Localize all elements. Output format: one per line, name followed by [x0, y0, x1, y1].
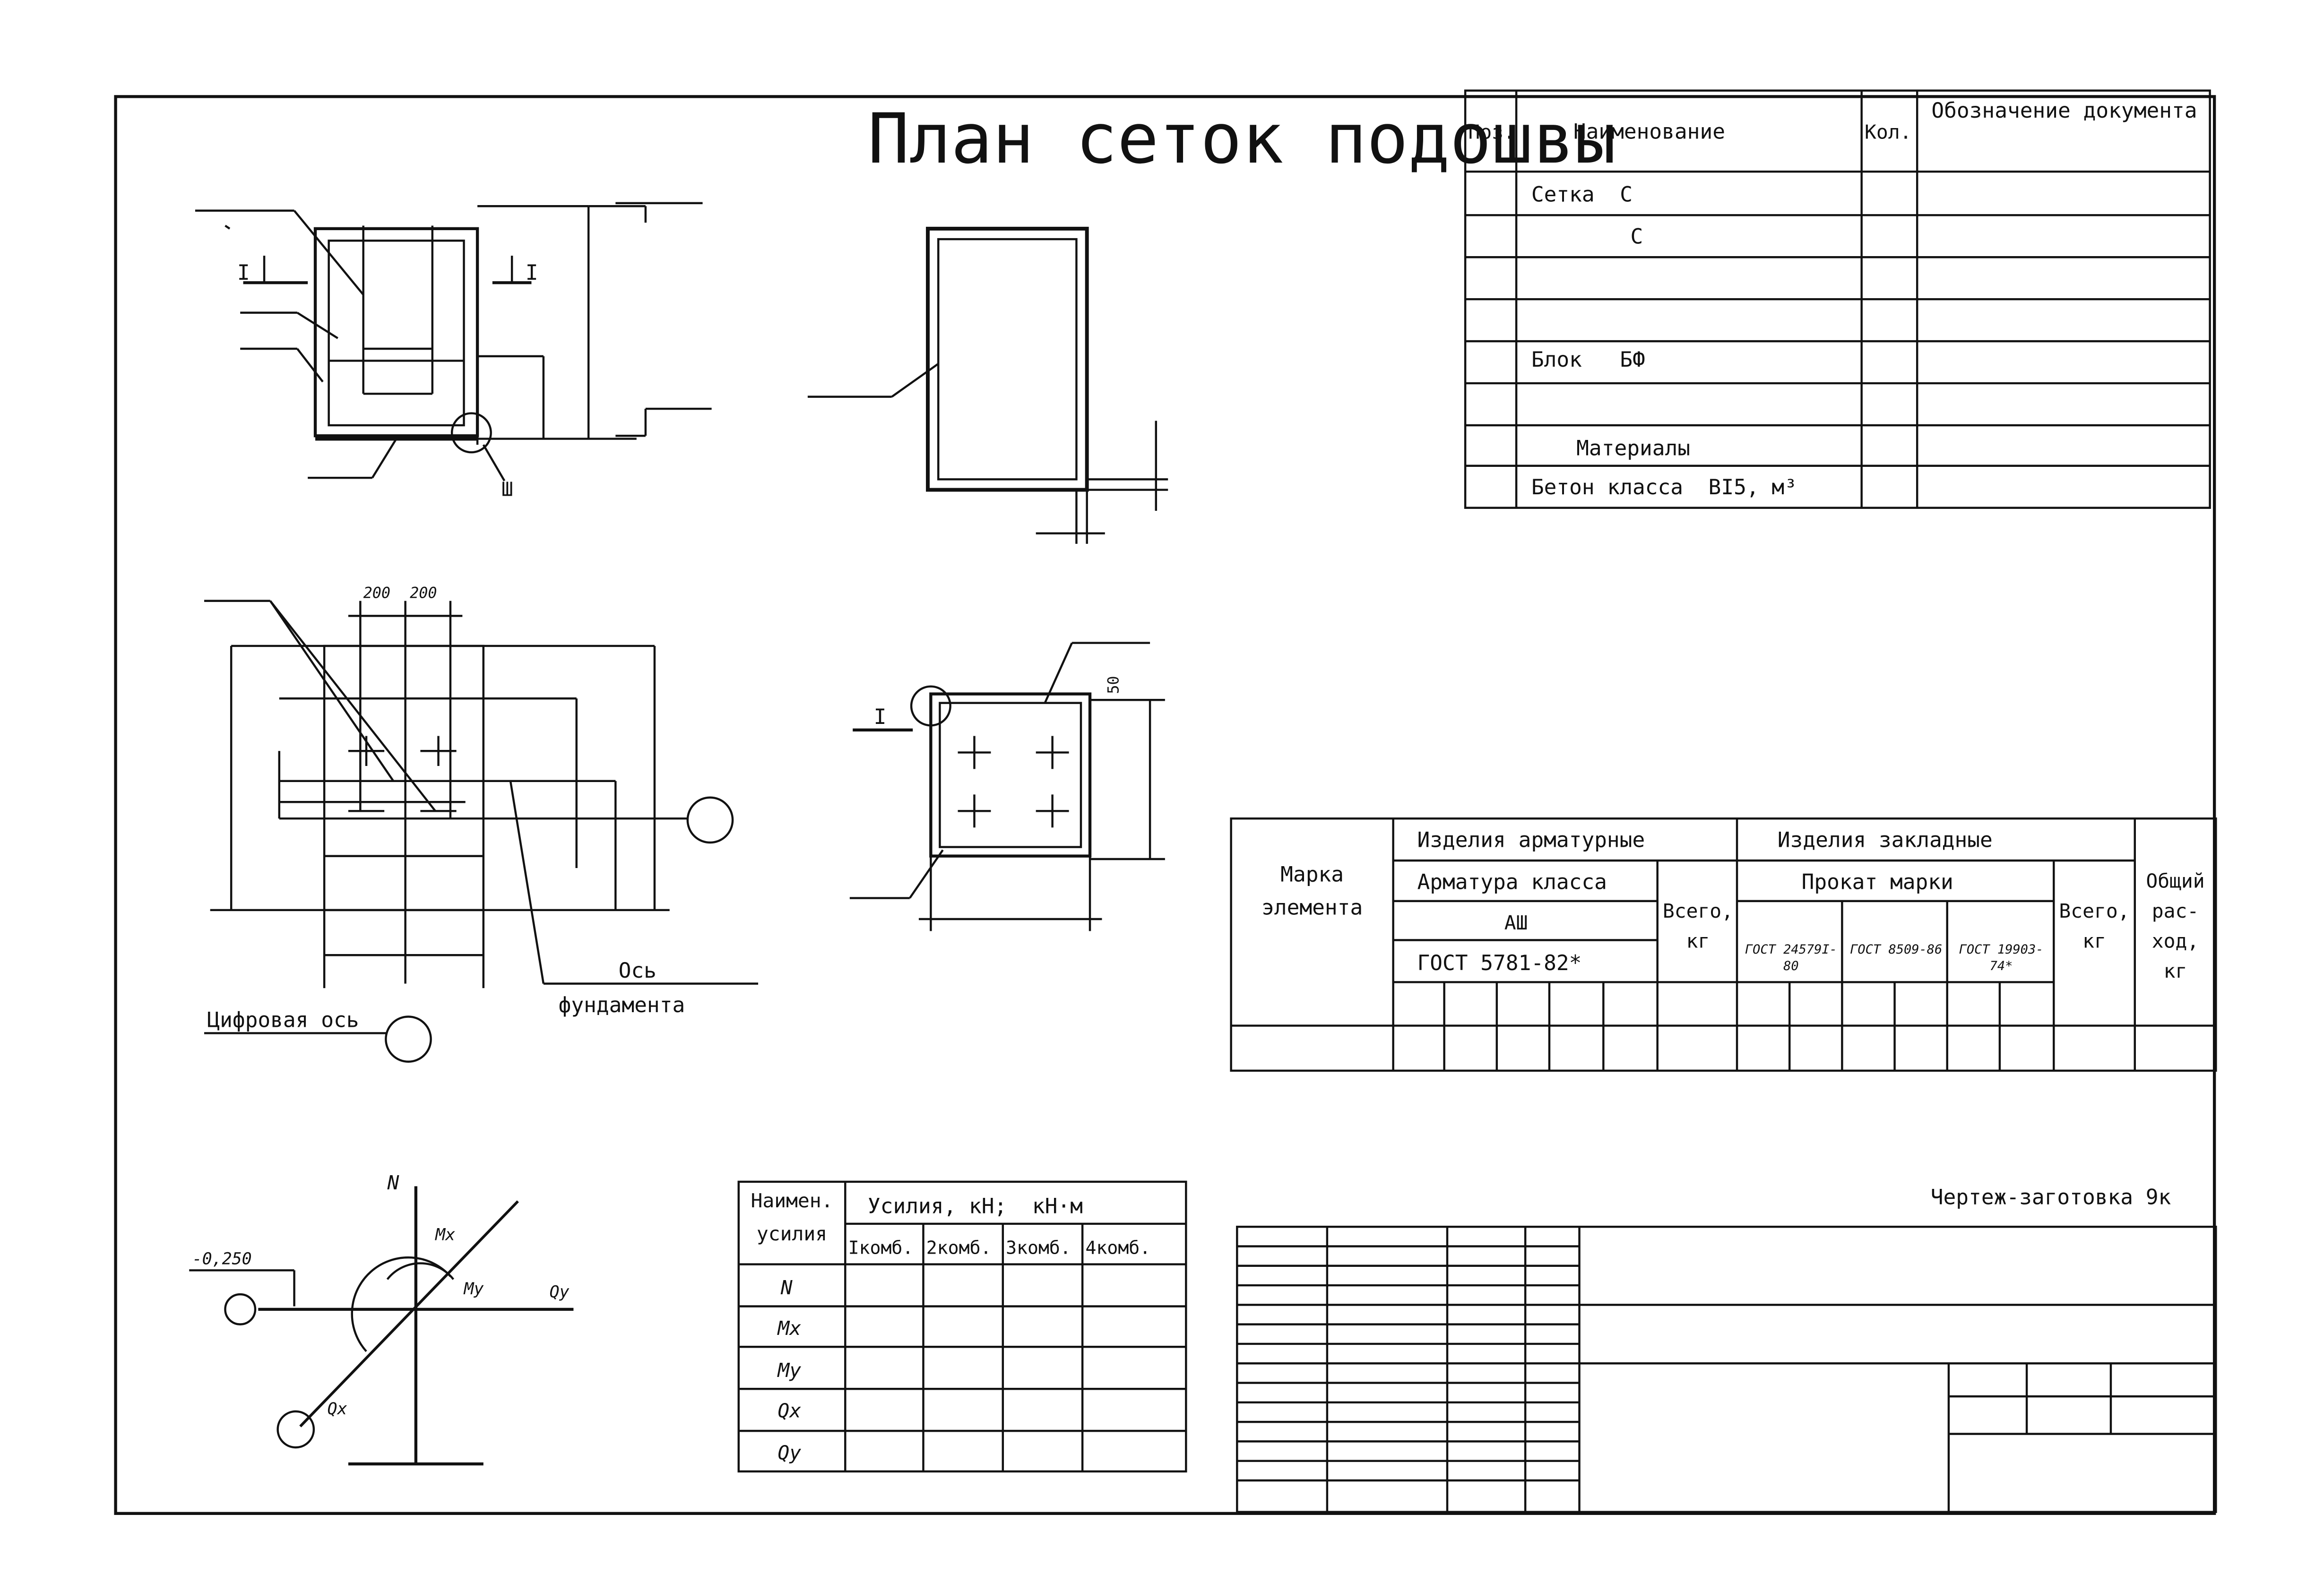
steel-total-2: Всего, кг	[2059, 901, 2130, 954]
plan-title: План сеток подошвы	[868, 99, 1616, 179]
forces-table	[737, 1180, 1187, 1473]
dim-200-b: 200	[410, 585, 437, 602]
axis-label-1: Ось	[619, 959, 657, 983]
spec-row-2-name: С	[1631, 225, 1643, 249]
forces-row-qy: Qy	[778, 1442, 801, 1464]
spec-header-pos: Поз.	[1468, 120, 1515, 143]
spec-header-name: Наименование	[1573, 120, 1725, 144]
axis-label-2: фундамента	[559, 993, 685, 1017]
forces-col-forces: Усилия, кН; кН·м	[868, 1195, 1083, 1219]
force-qy: Qy	[550, 1282, 570, 1301]
spec-row-5-name: Блок БФ	[1531, 348, 1645, 372]
spec-table	[1464, 89, 2211, 509]
forces-row-n: N	[780, 1276, 793, 1299]
forces-combo-3: 3комб.	[1006, 1237, 1071, 1258]
spec-row-1-name: Сетка С	[1531, 183, 1633, 207]
block-cross-section	[849, 642, 1165, 931]
steel-table	[1230, 817, 2217, 1072]
title-block	[1236, 1225, 2217, 1513]
forces-col-name: Наимен. усилия	[751, 1190, 833, 1247]
section-mark-i-left: I	[237, 261, 250, 285]
steel-rolled-mark: Прокат марки	[1802, 870, 1953, 894]
forces-diagram	[189, 1186, 574, 1466]
force-mx: Mx	[435, 1226, 455, 1245]
steel-mark-element: Марка элемента	[1261, 863, 1363, 921]
force-qx: Qx	[327, 1400, 347, 1419]
spec-header-doc: Обозначение документа	[1931, 99, 2197, 124]
steel-rebar-gost: ГОСТ 5781-82*	[1417, 951, 1581, 975]
steel-gost-2: ГОСТ 8509-86	[1850, 943, 1943, 958]
steel-gost-1: ГОСТ 24579I-80	[1745, 943, 1837, 975]
forces-row-my: My	[777, 1359, 801, 1382]
steel-overall: Общий рас- ход, кг	[2146, 871, 2205, 984]
dim-50: 50	[1105, 676, 1122, 694]
force-my: Mу	[463, 1280, 484, 1299]
forces-combo-2: 2комб.	[926, 1237, 992, 1258]
spec-row-7-name: Материалы	[1576, 437, 1690, 461]
elevation-label: -0,250	[192, 1250, 252, 1269]
sheet-frame	[114, 95, 2216, 1515]
steel-rebar-class: Арматура класса	[1417, 870, 1607, 894]
forces-combo-4: 4комб.	[1086, 1237, 1151, 1258]
steel-group-rebar: Изделия арматурные	[1417, 828, 1645, 852]
forces-combo-1: Iкомб.	[848, 1237, 914, 1258]
forces-row-mx: Mx	[777, 1317, 801, 1340]
mesh-plan-view	[807, 226, 1168, 544]
forces-row-qx: Qx	[778, 1400, 801, 1422]
node-mark-i: I	[874, 705, 887, 729]
digit-axis-label: Цифровая ось	[207, 1008, 359, 1032]
steel-gost-3: ГОСТ 19903-74*	[1959, 943, 2044, 975]
node-mark-iii: Ш	[501, 478, 513, 500]
steel-total-1: Всего, кг	[1662, 901, 1734, 954]
dim-200-a: 200	[363, 585, 390, 602]
force-n: N	[387, 1171, 399, 1194]
steel-group-embedded: Изделия закладные	[1778, 828, 1993, 852]
steel-rebar-class-value: АШ	[1504, 912, 1528, 934]
spec-row-8-name: Бетон класса BI5, м³	[1531, 475, 1797, 499]
drawing-stamp: Чертеж-заготовка 9к	[1931, 1186, 2171, 1210]
foundation-plan-view	[204, 600, 759, 1063]
section-view-top	[195, 202, 712, 482]
spec-header-qty: Кол.	[1865, 120, 1911, 143]
section-mark-i-right: I	[526, 261, 538, 285]
